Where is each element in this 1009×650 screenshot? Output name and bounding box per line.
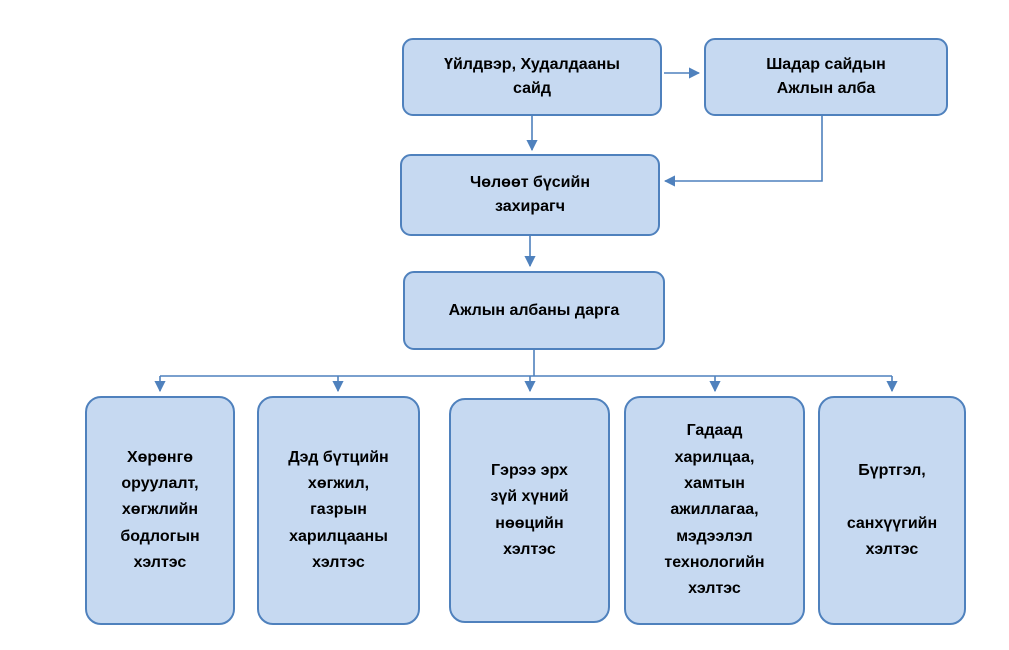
- node-office-head: Ажлын албаны дарга: [403, 271, 665, 350]
- node-zone-governor-label: Чөлөөт бүсийн захирагч: [469, 174, 591, 215]
- node-dept-registration-finance-label: Бүртгэл, санхүүгийн хэлтэс: [846, 461, 938, 558]
- node-dept-investment-policy: Хөрөнгө оруулалт, хөгжлийн бодлогын хэлт…: [85, 396, 235, 625]
- node-dept-foreign-relations-it: Гадаад харилцаа, хамтын ажиллагаа, мэдээ…: [624, 396, 805, 625]
- node-zone-governor: Чөлөөт бүсийн захирагч: [400, 154, 660, 236]
- node-office-head-label: Ажлын албаны дарга: [448, 301, 620, 319]
- node-dept-infrastructure-land-label: Дэд бүтцийн хөгжил, газрын харилцааны хэ…: [288, 448, 389, 572]
- node-dept-foreign-relations-it-label: Гадаад харилцаа, хамтын ажиллагаа, мэдээ…: [664, 422, 765, 598]
- node-dept-registration-finance: Бүртгэл, санхүүгийн хэлтэс: [818, 396, 966, 625]
- node-minister: Үйлдвэр, Худалдааны сайд: [402, 38, 662, 116]
- connector-deputy-to-governor: [663, 116, 823, 187]
- node-dept-legal-hr: Гэрээ эрх зүй хүний нөөцийн хэлтэс: [449, 398, 610, 623]
- node-deputy-office-label: Шадар сайдын Ажлын алба: [766, 56, 886, 97]
- node-dept-investment-policy-label: Хөрөнгө оруулалт, хөгжлийн бодлогын хэлт…: [120, 448, 200, 572]
- node-minister-label: Үйлдвэр, Худалдааны сайд: [444, 56, 620, 97]
- node-deputy-office: Шадар сайдын Ажлын алба: [704, 38, 948, 116]
- node-dept-infrastructure-land: Дэд бүтцийн хөгжил, газрын харилцааны хэ…: [257, 396, 420, 625]
- node-dept-legal-hr-label: Гэрээ эрх зүй хүний нөөцийн хэлтэс: [490, 461, 569, 558]
